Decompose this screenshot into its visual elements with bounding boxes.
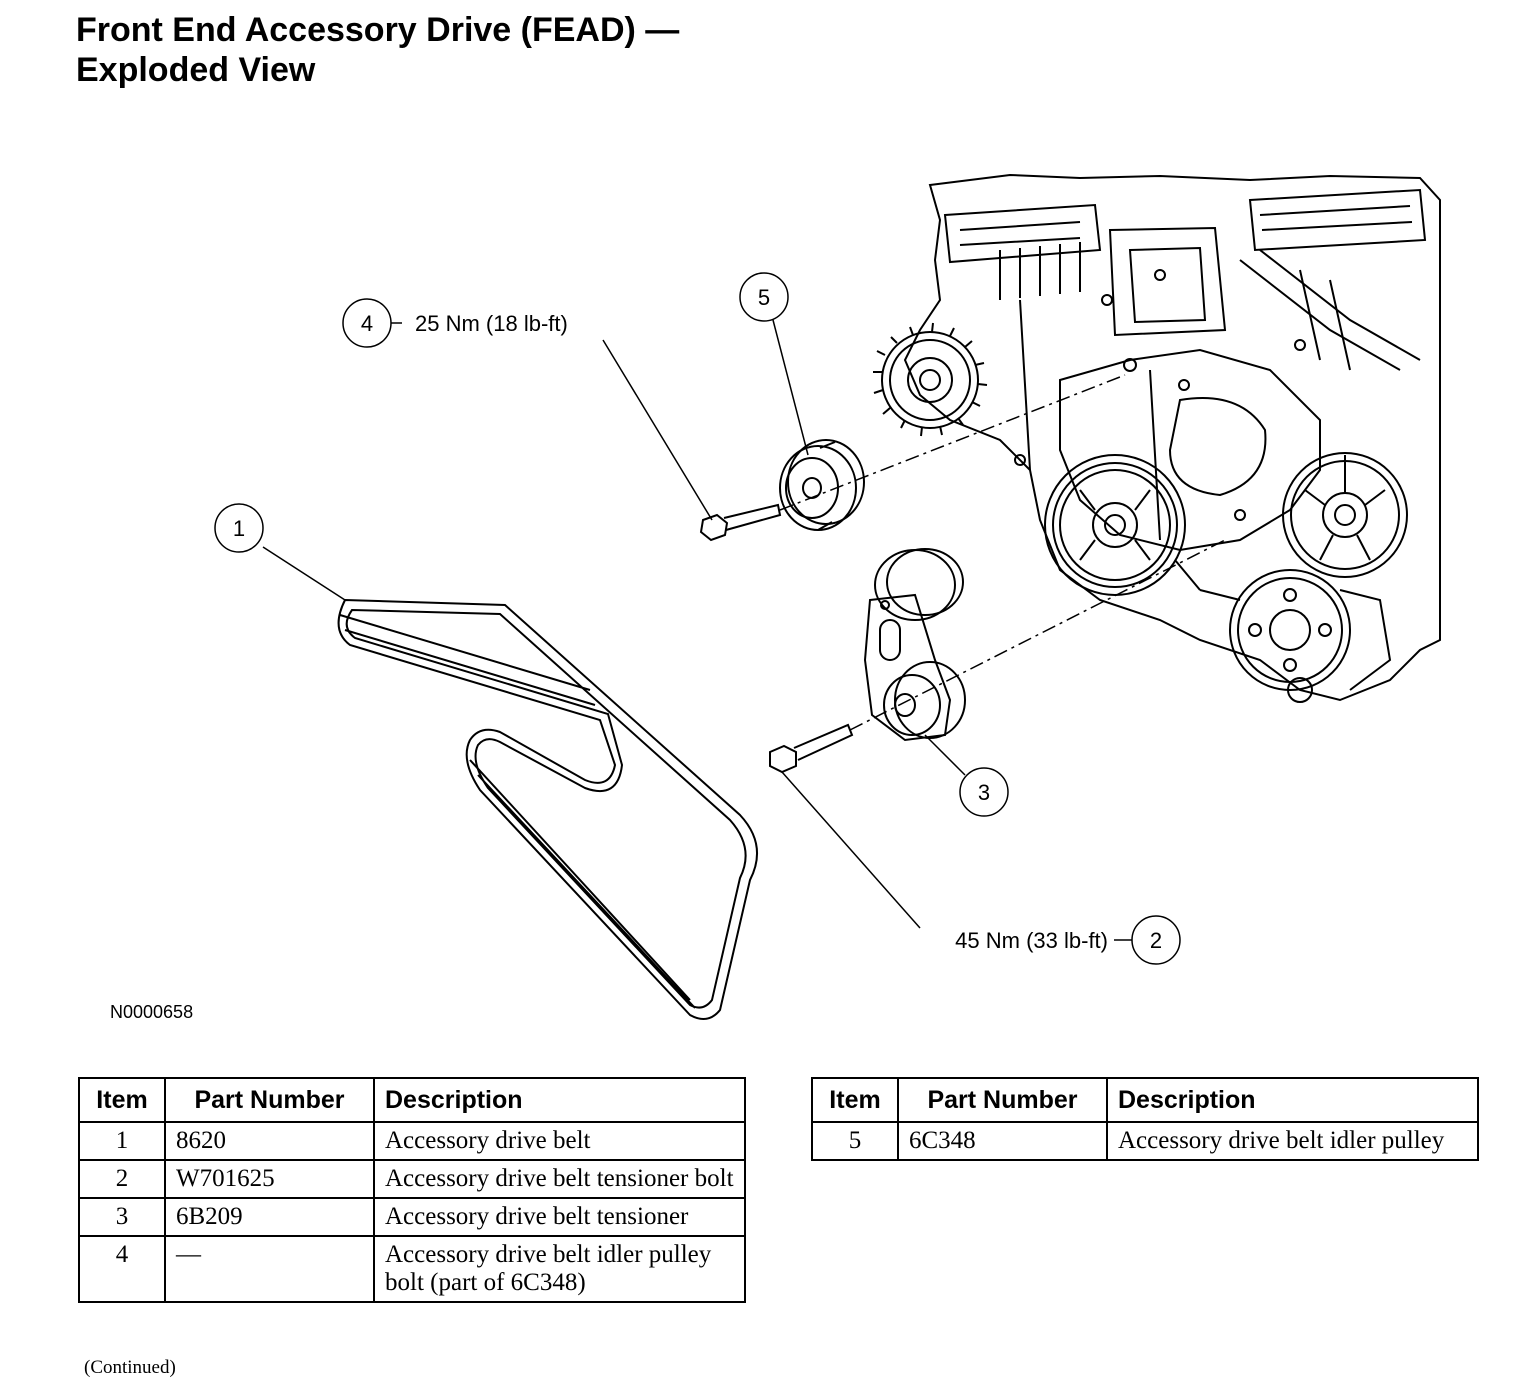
callout-3: 3 xyxy=(959,767,1009,817)
description-cell: Accessory drive belt idler pulley bolt (… xyxy=(373,1235,746,1303)
callout-2-number: 2 xyxy=(1150,928,1162,953)
callout-1: 1 xyxy=(214,503,264,553)
callout-4-torque: 25 Nm (18 lb-ft) xyxy=(415,311,568,336)
table-row: 5 6C348 Accessory drive belt idler pulle… xyxy=(811,1121,1479,1161)
description-cell: Accessory drive belt xyxy=(373,1121,746,1161)
part-number-cell: 8620 xyxy=(164,1121,375,1161)
callout-2-torque: 45 Nm (33 lb-ft) xyxy=(955,928,1108,953)
idler-pulley-bolt-illustration xyxy=(699,503,782,542)
accessory-drive-belt-illustration xyxy=(337,598,758,1020)
header-item: Item xyxy=(811,1077,899,1123)
part-number-cell: — xyxy=(164,1235,375,1303)
table-row: 3 6B209 Accessory drive belt tensioner xyxy=(78,1197,746,1237)
callout-4: 4 25 Nm (18 lb-ft) xyxy=(342,298,568,348)
header-part-number: Part Number xyxy=(164,1077,375,1123)
engine-illustration xyxy=(873,173,1441,703)
table-header-row: Item Part Number Description xyxy=(811,1077,1479,1123)
header-description: Description xyxy=(373,1077,746,1123)
item-cell: 1 xyxy=(78,1121,166,1161)
table-row: 2 W701625 Accessory drive belt tensioner… xyxy=(78,1159,746,1199)
callout-1-number: 1 xyxy=(233,516,245,541)
title-line-2: Exploded View xyxy=(76,51,316,89)
header-item: Item xyxy=(78,1077,166,1123)
title-line-1: Front End Accessory Drive (FEAD) — xyxy=(76,11,680,49)
callout-3-number: 3 xyxy=(978,780,990,805)
callout-4-number: 4 xyxy=(361,311,373,336)
part-number-cell: W701625 xyxy=(164,1159,375,1199)
item-cell: 4 xyxy=(78,1235,166,1303)
fead-exploded-diagram: 1 45 Nm (33 lb-ft) 2 3 4 25 Nm (18 lb-ft… xyxy=(110,173,1441,1022)
item-cell: 3 xyxy=(78,1197,166,1237)
table-header-row: Item Part Number Description xyxy=(78,1077,746,1123)
table-row: 1 8620 Accessory drive belt xyxy=(78,1121,746,1161)
figure-reference-id: N0000658 xyxy=(110,1002,193,1022)
callout-5-number: 5 xyxy=(758,285,770,310)
leader-lines xyxy=(262,319,1132,941)
item-cell: 5 xyxy=(811,1121,899,1161)
alignment-lines xyxy=(779,374,1226,731)
part-number-cell: 6B209 xyxy=(164,1197,375,1237)
page-title: Front End Accessory Drive (FEAD) — Explo… xyxy=(76,10,679,90)
tensioner-illustration xyxy=(863,548,966,742)
header-part-number: Part Number xyxy=(897,1077,1108,1123)
idler-pulley-illustration xyxy=(779,439,865,531)
description-cell: Accessory drive belt tensioner bolt xyxy=(373,1159,746,1199)
description-cell: Accessory drive belt idler pulley xyxy=(1106,1121,1479,1161)
parts-table-right: Item Part Number Description 5 6C348 Acc… xyxy=(811,1077,1479,1161)
header-description: Description xyxy=(1106,1077,1479,1123)
continued-note: (Continued) xyxy=(84,1357,176,1378)
part-number-cell: 6C348 xyxy=(897,1121,1108,1161)
callout-2: 45 Nm (33 lb-ft) 2 xyxy=(955,915,1181,965)
callout-5: 5 xyxy=(739,272,789,322)
tensioner-bolt-illustration xyxy=(769,723,854,774)
table-row: 4 — Accessory drive belt idler pulley bo… xyxy=(78,1235,746,1303)
item-cell: 2 xyxy=(78,1159,166,1199)
description-cell: Accessory drive belt tensioner xyxy=(373,1197,746,1237)
parts-table-left: Item Part Number Description 1 8620 Acce… xyxy=(78,1077,746,1303)
